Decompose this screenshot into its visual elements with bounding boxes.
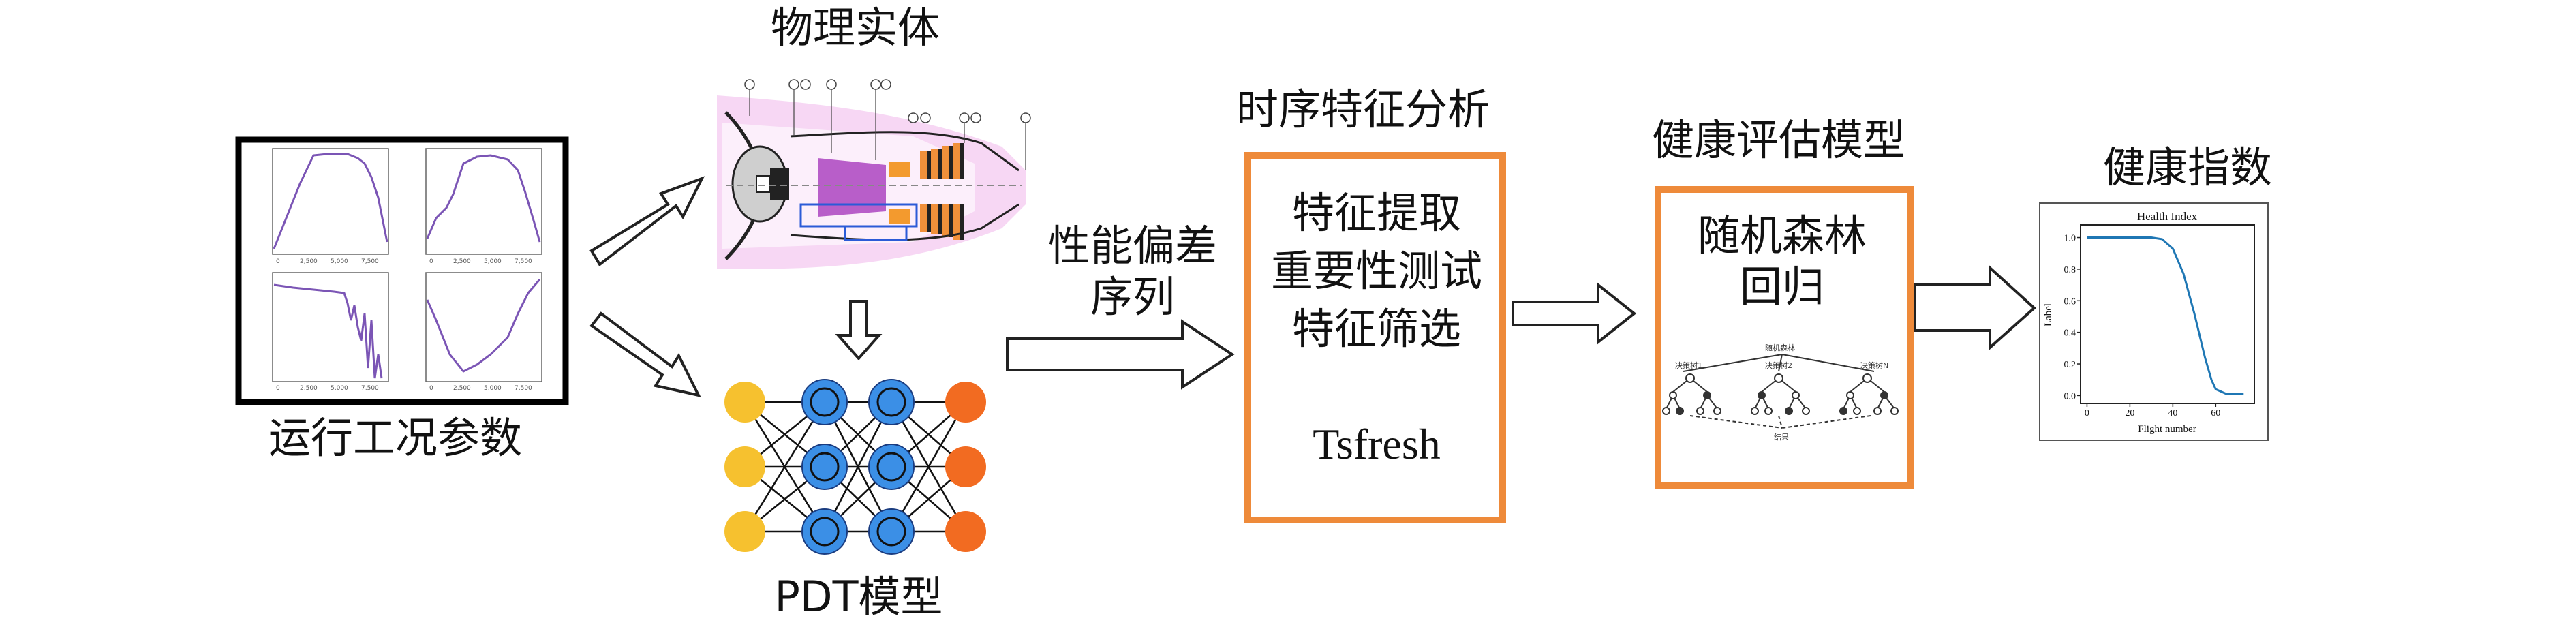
physical-entity-label: 物理实体 xyxy=(770,3,940,52)
svg-text:5,000: 5,000 xyxy=(484,258,502,265)
ops-trace-3 xyxy=(273,283,383,379)
svg-text:7,500: 7,500 xyxy=(361,385,379,392)
hi-xtick: 60 xyxy=(2211,408,2220,418)
output-node xyxy=(945,382,986,423)
hi-ytick: 0.2 xyxy=(2064,360,2076,370)
svg-text:5,000: 5,000 xyxy=(484,385,502,392)
perf-dev-seq-label-1: 性能偏差 xyxy=(1047,221,1217,271)
operating-params-label: 运行工况参数 xyxy=(268,413,522,463)
feature-extract-text: 特征提取 xyxy=(1291,188,1461,238)
svg-text:7,500: 7,500 xyxy=(515,385,532,392)
hi-ytick: 0.4 xyxy=(2064,328,2076,339)
svg-text:0: 0 xyxy=(429,385,433,392)
pdt-model-label: PDT模型 xyxy=(774,572,943,622)
output-node xyxy=(945,446,986,487)
health-index-series-line xyxy=(2087,236,2244,395)
hidden-node xyxy=(801,444,848,490)
hi-chart-xlabel: Flight number xyxy=(2138,424,2196,435)
pdt-neural-network xyxy=(724,379,986,555)
feature-analysis-box xyxy=(1244,152,1506,523)
svg-text:2,500: 2,500 xyxy=(300,385,318,392)
rf-root-label: 随机森林 xyxy=(1765,343,1795,352)
hi-xtick: 40 xyxy=(2168,408,2177,418)
hi-chart-ylabel: Label xyxy=(2043,303,2054,326)
svg-text:7,500: 7,500 xyxy=(515,258,532,265)
input-node xyxy=(724,382,765,423)
svg-text:2,500: 2,500 xyxy=(453,385,471,392)
svg-text:5,000: 5,000 xyxy=(331,258,348,265)
svg-text:5,000: 5,000 xyxy=(331,385,348,392)
importance-test-text: 重要性测试 xyxy=(1270,246,1482,296)
hidden-node xyxy=(801,508,848,555)
arrow-to-physical-entity xyxy=(589,176,705,266)
input-node xyxy=(724,446,765,487)
health-index-label: 健康指数 xyxy=(2102,142,2272,192)
output-node xyxy=(945,511,986,552)
rf-result-label: 结果 xyxy=(1774,433,1789,442)
arrow-to-health-index xyxy=(1914,264,2036,351)
ops-trace-2 xyxy=(426,154,541,243)
engine-image xyxy=(717,79,1031,269)
svg-text:0: 0 xyxy=(276,385,280,392)
arrow-to-rf-box xyxy=(1512,281,1637,346)
ops-trace-1 xyxy=(273,153,388,249)
ts-feature-analysis-label: 时序特征分析 xyxy=(1236,85,1490,134)
rf-tree-right-label: 决策树N xyxy=(1860,360,1888,370)
rf-model-box xyxy=(1655,186,1914,489)
arrow-perf-dev-seq xyxy=(1006,319,1235,390)
hi-ytick: 0.6 xyxy=(2064,296,2076,307)
tsfresh-text: Tsfresh xyxy=(1313,420,1441,468)
health-index-chart: Health Index Flight number Label 1.0 0.8… xyxy=(2039,202,2269,441)
hi-ytick: 0.0 xyxy=(2064,391,2076,401)
rf-tree-mid-label: 决策树2 xyxy=(1765,360,1792,370)
rf-tree-left-label: 决策树1 xyxy=(1675,360,1702,370)
hidden-node xyxy=(801,379,848,425)
hi-ytick: 0.8 xyxy=(2064,265,2076,275)
svg-text:2,500: 2,500 xyxy=(453,258,471,265)
hidden-node xyxy=(868,379,915,425)
hi-xtick: 20 xyxy=(2125,408,2134,418)
svg-text:0: 0 xyxy=(276,258,280,265)
hidden-node xyxy=(868,508,915,555)
svg-text:2,500: 2,500 xyxy=(300,258,318,265)
arrow-to-pdt-model xyxy=(589,311,701,397)
svg-text:7,500: 7,500 xyxy=(361,258,379,265)
arrow-engine-to-nn xyxy=(835,300,883,361)
regression-text: 回归 xyxy=(1739,262,1824,311)
hi-ytick: 1.0 xyxy=(2064,234,2076,244)
hi-xtick: 0 xyxy=(2085,408,2089,418)
hi-chart-title: Health Index xyxy=(2137,210,2198,223)
ops-trace-4 xyxy=(426,279,541,373)
feature-select-text: 特征筛选 xyxy=(1291,304,1461,354)
operating-params-panel: 0 2,500 5,000 7,500 0 2,500 5,000 7,500 0 2,500… xyxy=(235,136,569,405)
random-forest-text: 随机森林 xyxy=(1697,211,1867,260)
svg-text:0: 0 xyxy=(429,258,433,265)
input-node xyxy=(724,511,765,552)
health-eval-model-label: 健康评估模型 xyxy=(1651,115,1905,165)
hidden-node xyxy=(868,444,915,490)
perf-dev-seq-label-2: 序列 xyxy=(1090,272,1175,322)
